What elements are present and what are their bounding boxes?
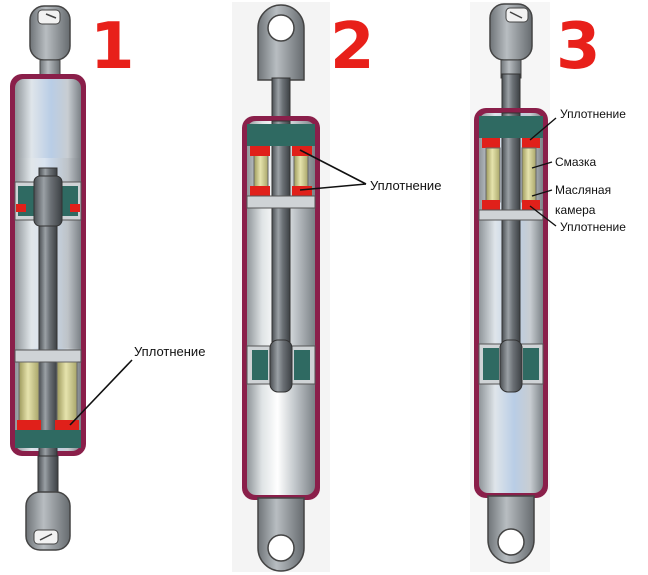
piston-2	[246, 339, 316, 393]
oil-chamber-2	[246, 124, 316, 209]
bottom-eye-2-icon	[257, 497, 305, 572]
seal-label-1: Уплотнение	[134, 344, 205, 359]
lubricant-3-leader	[531, 161, 553, 169]
top-eye-2-icon	[257, 4, 305, 81]
bottom-clevis-icon	[25, 455, 71, 551]
bottom-eye-3-icon	[487, 495, 535, 564]
gas-spring-2	[242, 4, 367, 572]
seal-3-bottom-leader	[529, 205, 557, 227]
oil-chamber-3	[478, 116, 544, 221]
seal-label-3-bottom: Уплотнение	[560, 220, 626, 234]
oil-chamber-1	[14, 349, 82, 448]
figure-number-1: 1	[90, 10, 135, 84]
seal-label-2: Уплотнение	[370, 178, 441, 193]
top-clevis-icon	[29, 5, 71, 77]
piston-1	[14, 175, 82, 227]
seal-2-leader-b	[299, 183, 367, 191]
figure-number-2: 2	[330, 10, 375, 84]
seal-3-top-leader	[529, 117, 557, 141]
oil-chamber-label-3-line2: камера	[555, 203, 596, 217]
seal-1-leader	[69, 359, 133, 426]
figure-number-3: 3	[556, 10, 601, 84]
lubricant-label-3: Смазка	[555, 155, 596, 169]
piston-3	[478, 339, 544, 393]
gas-spring-1	[10, 5, 133, 551]
oil-chamber-3-leader	[531, 189, 553, 197]
oil-chamber-label-3-line1: Масляная	[555, 183, 611, 197]
gas-spring-3	[474, 3, 557, 564]
seal-2-leader-a	[299, 149, 367, 185]
seal-label-3-top: Уплотнение	[560, 107, 626, 121]
